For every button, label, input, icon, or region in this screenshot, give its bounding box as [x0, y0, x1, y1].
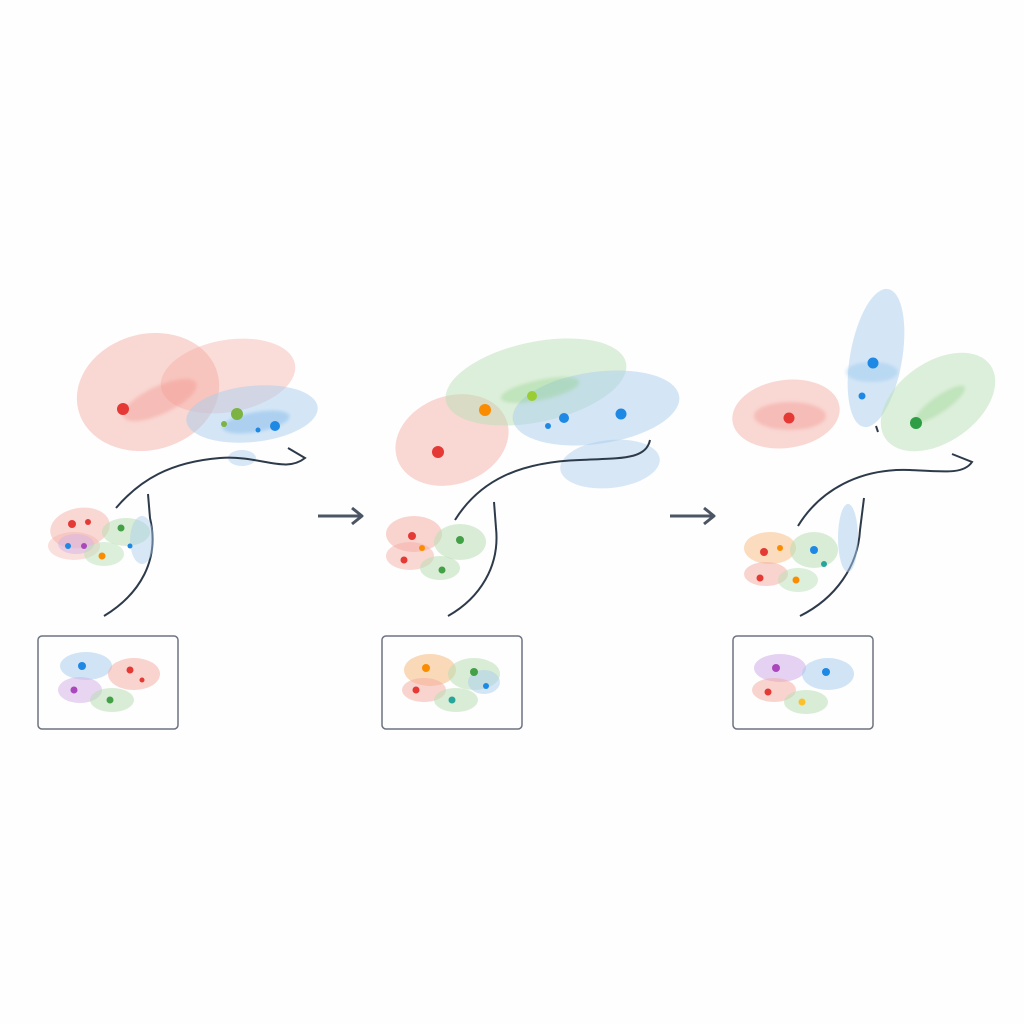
green-point: [231, 408, 243, 420]
latent-box-frame: [381, 635, 523, 730]
panel-1: [37, 332, 318, 730]
panel-3-latent-box: [732, 635, 874, 730]
panel-3-manifold-curve-lower: [799, 497, 865, 617]
red-ellipse: [402, 678, 446, 702]
red-ellipse: [744, 562, 788, 586]
green-point: [438, 566, 446, 574]
arrow-right-icon: [318, 506, 364, 526]
red-point: [764, 688, 772, 696]
blue-point: [867, 357, 879, 369]
orange-point: [419, 545, 425, 551]
green-point: [106, 696, 114, 704]
blue-ellipse: [468, 670, 500, 694]
purple-point: [70, 686, 78, 694]
blue-point: [822, 668, 830, 676]
panel-1-manifold-curve-lower: [103, 493, 154, 617]
blue-ellipse: [838, 504, 858, 572]
panel-2-manifold-curve-lower: [447, 501, 498, 617]
orange-point: [422, 664, 430, 672]
blue-point: [615, 408, 627, 420]
red-point: [139, 677, 145, 683]
red-point: [760, 548, 768, 556]
teal-point: [448, 696, 456, 704]
orange-point: [777, 545, 783, 551]
blue-ellipse: [130, 516, 154, 564]
blue-point: [810, 546, 818, 554]
red-point: [85, 519, 91, 525]
purple-point: [772, 664, 780, 672]
green-ellipse: [434, 688, 478, 712]
red-ellipse: [752, 678, 796, 702]
green-point: [456, 536, 464, 544]
green-point: [117, 524, 125, 532]
panel-1-latent-box: [37, 635, 179, 730]
olive-point: [527, 391, 537, 401]
panel-2-top-clusters: [395, 338, 680, 489]
blue-point: [545, 423, 551, 429]
teal-point: [821, 561, 827, 567]
red-point: [756, 574, 764, 582]
panel-3-top-clusters: [732, 288, 996, 452]
green-inner-blob: [500, 377, 580, 403]
orange-ellipse: [404, 654, 456, 686]
panel-2-manifold-curve: [454, 439, 651, 521]
orange-ellipse: [744, 532, 796, 564]
green-ellipse: [102, 518, 150, 546]
blue-point: [559, 413, 569, 423]
red-point: [783, 412, 795, 424]
red-point: [432, 446, 444, 458]
red-ellipse: [108, 658, 160, 690]
panel-1-top-clusters: [76, 332, 318, 466]
panel-3: [732, 288, 996, 730]
latent-box-frame: [732, 635, 874, 730]
orange-point: [792, 576, 800, 584]
blue-point: [78, 662, 86, 670]
green-point: [910, 417, 922, 429]
blue-point: [858, 392, 866, 400]
orange-point: [798, 698, 806, 706]
red-point: [412, 686, 420, 694]
purple-ellipse: [58, 534, 94, 554]
panel-2-latent-box: [381, 635, 523, 730]
blue-point: [270, 421, 280, 431]
blue-ellipse: [560, 439, 660, 489]
orange-point: [479, 404, 491, 416]
red-point: [408, 532, 416, 540]
green-point: [470, 668, 478, 676]
latent-box-frame: [37, 635, 179, 730]
red-point: [400, 556, 408, 564]
orange-point: [98, 552, 106, 560]
red-point: [117, 403, 129, 415]
panel-2-mid-clusters: [386, 516, 486, 580]
purple-point: [81, 543, 87, 549]
blue-inner-blob: [846, 362, 898, 382]
panel-3-manifold-curve: [797, 453, 974, 527]
blue-point: [65, 543, 71, 549]
green-point: [221, 421, 227, 427]
arrow-right-icon: [670, 506, 716, 526]
blue-point: [255, 427, 261, 433]
panel-3-mid-clusters: [744, 504, 858, 592]
panel-1-mid-clusters: [48, 507, 154, 566]
panel-2: [381, 338, 680, 730]
panel-1-manifold-curve: [115, 447, 307, 509]
blue-point: [483, 683, 489, 689]
green-ellipse: [784, 690, 828, 714]
green-inner-blob: [915, 385, 965, 423]
blue-point: [127, 543, 133, 549]
red-point: [68, 520, 76, 528]
red-point: [126, 666, 134, 674]
red-inner-blob: [123, 378, 197, 422]
panel-3-tick: [875, 425, 879, 433]
